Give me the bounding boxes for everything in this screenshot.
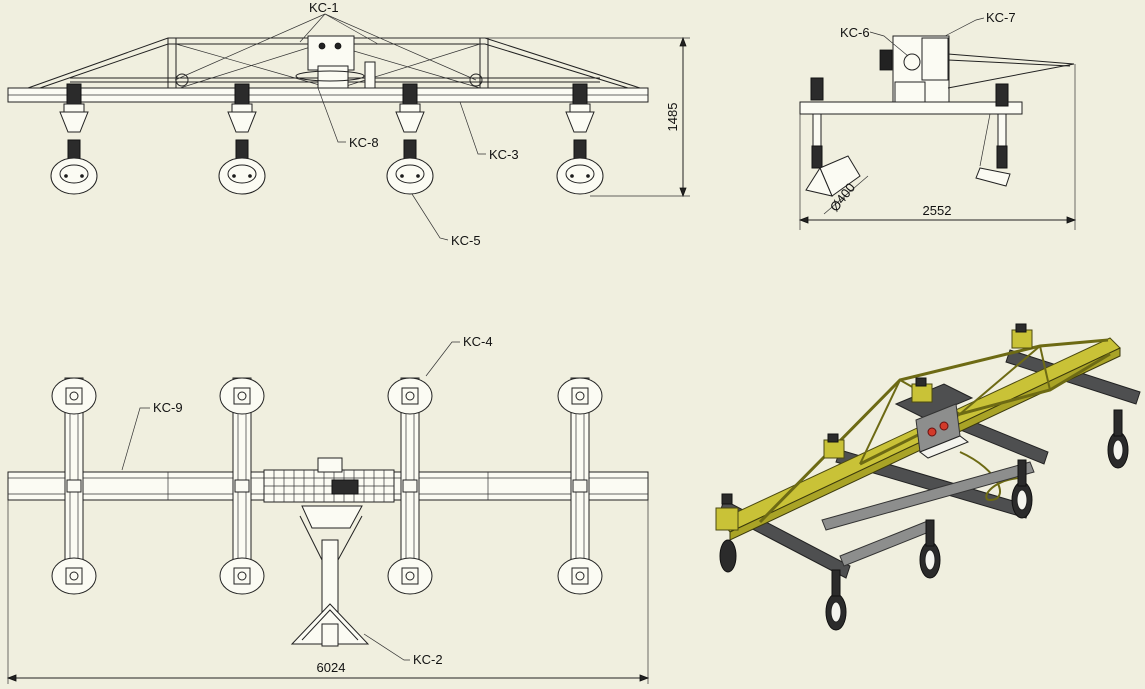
dimension-height-label: 1485 (665, 103, 680, 132)
label-kc-5: KC-5 (451, 233, 481, 248)
dimension-side-width-label: 2552 (923, 203, 952, 218)
label-kc-9: KC-9 (153, 400, 183, 415)
label-kc-3: KC-3 (489, 147, 519, 162)
dimension-height: 1485 (360, 36, 690, 198)
top-handle (301, 505, 363, 529)
label-kc-2: KC-2 (413, 652, 443, 667)
dimension-length-label: 6024 (317, 660, 346, 675)
side-main-beam (799, 101, 1023, 115)
isometric-view (715, 323, 1141, 631)
front-suction-cups (50, 83, 604, 195)
label-kc-7: KC-7 (986, 10, 1016, 25)
top-view: 6024 KC-4 KC-9 KC-2 (6, 334, 650, 684)
label-kc-8: KC-8 (349, 135, 379, 150)
label-kc-1: KC-1 (309, 0, 339, 15)
side-view: Ø400 2552 KC-6 KC-7 (798, 10, 1077, 230)
label-kc-6: KC-6 (840, 25, 870, 40)
front-view: 1485 KC-1 KC-8 KC-3 KC-5 (7, 0, 690, 248)
label-kc-4: KC-4 (463, 334, 493, 349)
top-cross-arms (51, 377, 603, 595)
front-control-box (307, 35, 355, 71)
iso-suction-cups (715, 323, 1129, 631)
